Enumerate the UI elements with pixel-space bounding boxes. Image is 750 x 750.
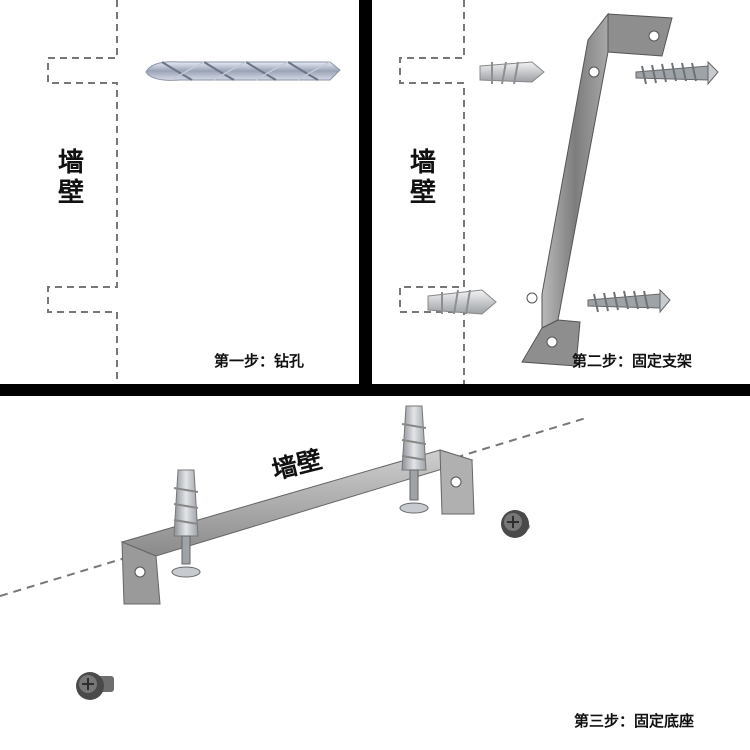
drill-bit-icon	[145, 61, 341, 81]
step-3-label: 第三步：固定底座	[574, 712, 695, 730]
base-rail-icon	[120, 449, 475, 605]
wall-anchor-icon	[427, 289, 497, 315]
panel-2-graphic	[399, 0, 719, 384]
horizontal-divider	[0, 384, 750, 396]
step-2-label: 第二步：固定支架	[572, 352, 693, 370]
screw-icon	[171, 535, 201, 578]
bracket-icon	[521, 12, 673, 367]
panel-step-2: 墙壁 第二步：固定支架	[372, 0, 750, 384]
wall-outline	[47, 0, 118, 384]
wall-outline	[399, 0, 465, 384]
panel-step-1: 墙壁 第一步：钻孔	[0, 0, 359, 384]
pan-head-screw-icon	[76, 672, 114, 700]
wall-anchor-icon	[479, 61, 545, 85]
panel-3-graphic	[0, 405, 587, 700]
screw-icon	[399, 469, 429, 514]
step-1-label: 第一步：钻孔	[214, 352, 305, 370]
wall-anchor-icon	[173, 469, 199, 537]
vertical-divider	[359, 0, 372, 384]
pan-head-screw-icon	[501, 510, 530, 538]
wall-label: 墙壁	[409, 148, 436, 208]
wall-anchor-icon	[401, 405, 427, 471]
wall-label: 墙壁	[57, 148, 84, 208]
screw-icon	[587, 288, 671, 314]
screw-icon	[635, 60, 719, 86]
wall-line	[0, 417, 587, 597]
panel-step-3: 墙壁 第三步：固定底座	[0, 396, 750, 750]
panel-1-graphic	[47, 0, 341, 384]
